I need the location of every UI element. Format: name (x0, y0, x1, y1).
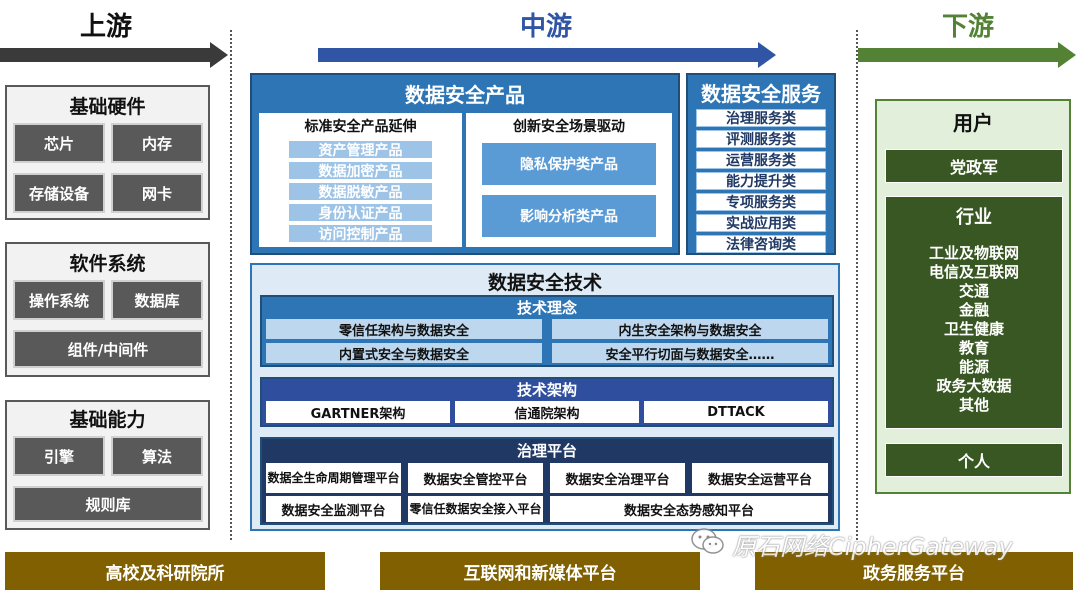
services-title: 数据安全服务 (701, 81, 821, 106)
technology-box: 数据安全技术 技术理念 零信任架构与数据安全 内生安全架构与数据安全 内置式安全… (250, 263, 840, 531)
concept-item: 安全平行切面与数据安全…… (552, 343, 828, 363)
bottom-bar-gov-services: 政务服务平台 (755, 552, 1073, 590)
architecture-section: 技术架构 GARTNER架构 信通院架构 DTTACK (260, 377, 834, 427)
os-cell: 操作系统 (13, 280, 105, 320)
personal-cell: 个人 (885, 443, 1063, 477)
concept-section: 技术理念 零信任架构与数据安全 内生安全架构与数据安全 内置式安全与数据安全 安… (260, 295, 834, 367)
software-box: 软件系统 操作系统 数据库 组件/中间件 (5, 242, 210, 377)
technology-title: 数据安全技术 (487, 271, 602, 294)
watermark-text: 原石网络CipherGateway (732, 532, 1013, 561)
stage-title-downstream: 下游 (942, 12, 995, 42)
software-title: 软件系统 (69, 252, 146, 275)
users-box: 用户 党政军 行业 工业及物联网 电信及互联网 交通 金融 卫生健康 教育 能源… (875, 99, 1071, 494)
platform-item: 数据全生命周期管理平台 (266, 463, 401, 493)
rulebase-cell: 规则库 (13, 486, 203, 522)
bottom-bar-internet-platforms: 互联网和新媒体平台 (380, 552, 700, 590)
products-box: 数据安全产品 标准安全产品延伸 资产管理产品 数据加密产品 数据脱敏产品 身份认… (250, 73, 680, 255)
platform-item: 零信任数据安全接入平台 (408, 496, 543, 522)
bottom-bar-universities: 高校及科研院所 (5, 552, 325, 590)
capability-title: 基础能力 (69, 408, 146, 431)
hardware-box: 基础硬件 芯片 内存 存储设备 网卡 (5, 85, 210, 220)
service-item: 实战应用类 (696, 214, 826, 232)
capability-box: 基础能力 引擎 算法 规则库 (5, 400, 210, 530)
service-item: 能力提升类 (696, 172, 826, 190)
platform-item: 数据安全监测平台 (266, 496, 401, 522)
products-title: 数据安全产品 (405, 82, 525, 107)
industry-item: 能源 (958, 358, 989, 376)
architecture-item: 信通院架构 (455, 401, 639, 423)
architecture-title: 技术架构 (516, 380, 577, 399)
architecture-item: DTTACK (644, 401, 828, 423)
innovation-products-panel: 创新安全场景驱动 隐私保护类产品 影响分析类产品 (466, 113, 672, 247)
industry-item: 工业及物联网 (928, 244, 1019, 262)
platform-title: 治理平台 (516, 441, 577, 460)
middleware-cell: 组件/中间件 (13, 330, 203, 368)
gov-cell: 党政军 (885, 149, 1063, 183)
services-box: 数据安全服务 治理服务类 评测服务类 运营服务类 能力提升类 专项服务类 实战应… (686, 73, 836, 255)
product-item: 资产管理产品 (289, 141, 432, 159)
engine-cell: 引擎 (13, 436, 105, 476)
wechat-icon (690, 527, 726, 561)
concept-item: 零信任架构与数据安全 (266, 319, 542, 339)
product-item: 影响分析类产品 (482, 195, 656, 237)
product-item: 数据加密产品 (289, 162, 432, 180)
users-title: 用户 (953, 110, 993, 135)
concept-title: 技术理念 (516, 298, 577, 317)
industry-item: 其他 (958, 396, 989, 414)
storage-cell: 存储设备 (13, 173, 105, 213)
watermark: 原石网络CipherGateway (690, 524, 1050, 564)
industry-title: 行业 (956, 207, 992, 228)
product-item: 访问控制产品 (289, 225, 432, 243)
algorithm-cell: 算法 (111, 436, 203, 476)
nic-cell: 网卡 (111, 173, 203, 213)
product-item: 数据脱敏产品 (289, 183, 432, 201)
stage-title-midstream: 中游 (520, 12, 573, 42)
service-item: 评测服务类 (696, 130, 826, 148)
platform-item: 数据安全态势感知平台 (550, 496, 828, 522)
platform-item: 数据安全管控平台 (408, 463, 543, 493)
chip-cell: 芯片 (13, 123, 105, 163)
industry-item: 卫生健康 (943, 320, 1004, 338)
innovation-products-title: 创新安全场景驱动 (513, 119, 625, 135)
database-cell: 数据库 (111, 280, 203, 320)
industry-item: 交通 (958, 282, 989, 300)
industry-item: 教育 (958, 339, 989, 357)
standard-products-title: 标准安全产品延伸 (304, 119, 417, 135)
platform-item: 数据安全治理平台 (550, 463, 685, 493)
standard-products-panel: 标准安全产品延伸 资产管理产品 数据加密产品 数据脱敏产品 身份认证产品 访问控… (259, 113, 462, 247)
platform-section: 治理平台 数据全生命周期管理平台 数据安全管控平台 数据安全治理平台 数据安全运… (260, 437, 834, 525)
service-item: 运营服务类 (696, 151, 826, 169)
divider-right (856, 30, 858, 540)
stage-title-upstream: 上游 (80, 12, 133, 42)
service-item: 专项服务类 (696, 193, 826, 211)
industry-item: 金融 (958, 301, 989, 319)
industry-box: 行业 工业及物联网 电信及互联网 交通 金融 卫生健康 教育 能源 政务大数据 … (885, 196, 1063, 429)
divider-left (230, 30, 232, 540)
service-item: 法律咨询类 (696, 235, 826, 253)
industry-item: 政务大数据 (936, 377, 1012, 395)
hardware-title: 基础硬件 (69, 95, 146, 118)
product-item: 隐私保护类产品 (482, 143, 656, 185)
concept-item: 内置式安全与数据安全 (266, 343, 542, 363)
product-item: 身份认证产品 (289, 204, 432, 222)
concept-item: 内生安全架构与数据安全 (552, 319, 828, 339)
architecture-item: GARTNER架构 (266, 401, 450, 423)
service-item: 治理服务类 (696, 109, 826, 127)
industry-item: 电信及互联网 (928, 263, 1019, 281)
platform-item: 数据安全运营平台 (692, 463, 828, 493)
memory-cell: 内存 (111, 123, 203, 163)
